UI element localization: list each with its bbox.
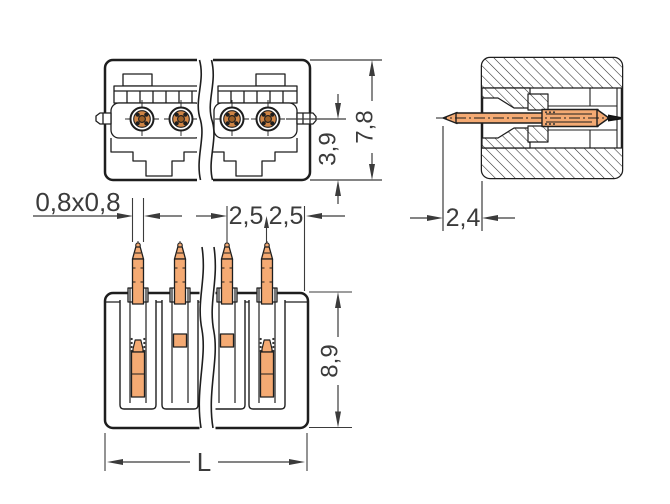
break-line — [198, 246, 205, 429]
arrowhead-down — [335, 103, 341, 119]
hatch-region — [482, 58, 622, 88]
contact-circle — [251, 100, 285, 138]
break-line — [209, 59, 215, 181]
dim-label-2-5-right: 2,5 — [269, 202, 304, 230]
side-section-view: 2,4 — [410, 56, 624, 232]
solder-pin — [131, 241, 145, 305]
channel-walls — [129, 288, 276, 403]
contact-circle — [215, 100, 249, 138]
dim-label-2-4: 2,4 — [446, 204, 481, 232]
dim-label-2-5-left: 2,5 — [229, 202, 264, 230]
mounting-contour — [110, 138, 203, 177]
chamber — [161, 300, 199, 410]
chamber — [119, 300, 157, 410]
arrowhead-left — [144, 213, 160, 219]
break-line — [197, 59, 203, 181]
short-contact — [172, 333, 188, 348]
arrowhead-up — [335, 292, 341, 308]
arrowhead-right — [211, 213, 227, 219]
contact-circle — [125, 100, 159, 138]
front-view-dimensions: 0,8x0,8 2,5 2,5 8,9 — [33, 187, 352, 477]
arrowhead-right — [427, 215, 443, 221]
short-contact — [219, 333, 235, 348]
side-view-pin — [436, 108, 621, 128]
top-view: 3,9 7,8 — [95, 56, 382, 204]
front-view: 0,8x0,8 2,5 2,5 8,9 — [33, 187, 352, 477]
top-view-dimensions: 3,9 7,8 — [286, 59, 382, 204]
hatch-region — [527, 93, 549, 111]
internal-contacts — [130, 333, 275, 398]
break-gap — [199, 239, 216, 435]
dim-label-L: L — [197, 447, 211, 477]
long-contact — [130, 337, 146, 398]
hatch-region — [527, 125, 549, 143]
chamber — [248, 300, 286, 410]
contact-circle — [164, 100, 198, 138]
hatch-region — [482, 87, 531, 109]
solder-pin — [173, 241, 187, 305]
arrowhead-right — [117, 213, 133, 219]
solder-pins — [131, 241, 274, 305]
arrowhead-left — [482, 215, 498, 221]
arrowhead-down — [335, 411, 341, 428]
solder-pin — [260, 241, 274, 305]
arrowhead-up — [369, 60, 375, 76]
arrowhead-right — [289, 459, 305, 465]
solder-pin — [220, 241, 234, 305]
break-line — [210, 246, 217, 429]
section-hatching — [482, 58, 622, 178]
break-gap — [197, 56, 213, 184]
arrowhead-up — [264, 216, 269, 228]
coding-tab — [255, 73, 286, 87]
dim-label-8-9: 8,9 — [316, 344, 343, 377]
cavity-lines — [548, 88, 618, 148]
arrowhead-left — [306, 213, 322, 219]
contacts — [125, 100, 285, 138]
arrowhead-up — [335, 180, 341, 196]
knurl-dots — [545, 111, 555, 125]
dim-label-3-9: 3,9 — [314, 132, 341, 165]
side-view-dimensions: 2,4 — [410, 126, 515, 232]
coding-tab — [122, 73, 153, 87]
dim-label-7-8: 7,8 — [351, 110, 378, 143]
hatch-region — [482, 148, 622, 178]
hatch-region — [482, 127, 531, 149]
arrowhead-left — [107, 459, 123, 465]
dim-label-0-8x0-8: 0,8x0,8 — [35, 187, 120, 217]
mounting-contour — [211, 138, 298, 177]
long-contact — [259, 337, 275, 398]
arrowhead-down — [369, 164, 375, 180]
